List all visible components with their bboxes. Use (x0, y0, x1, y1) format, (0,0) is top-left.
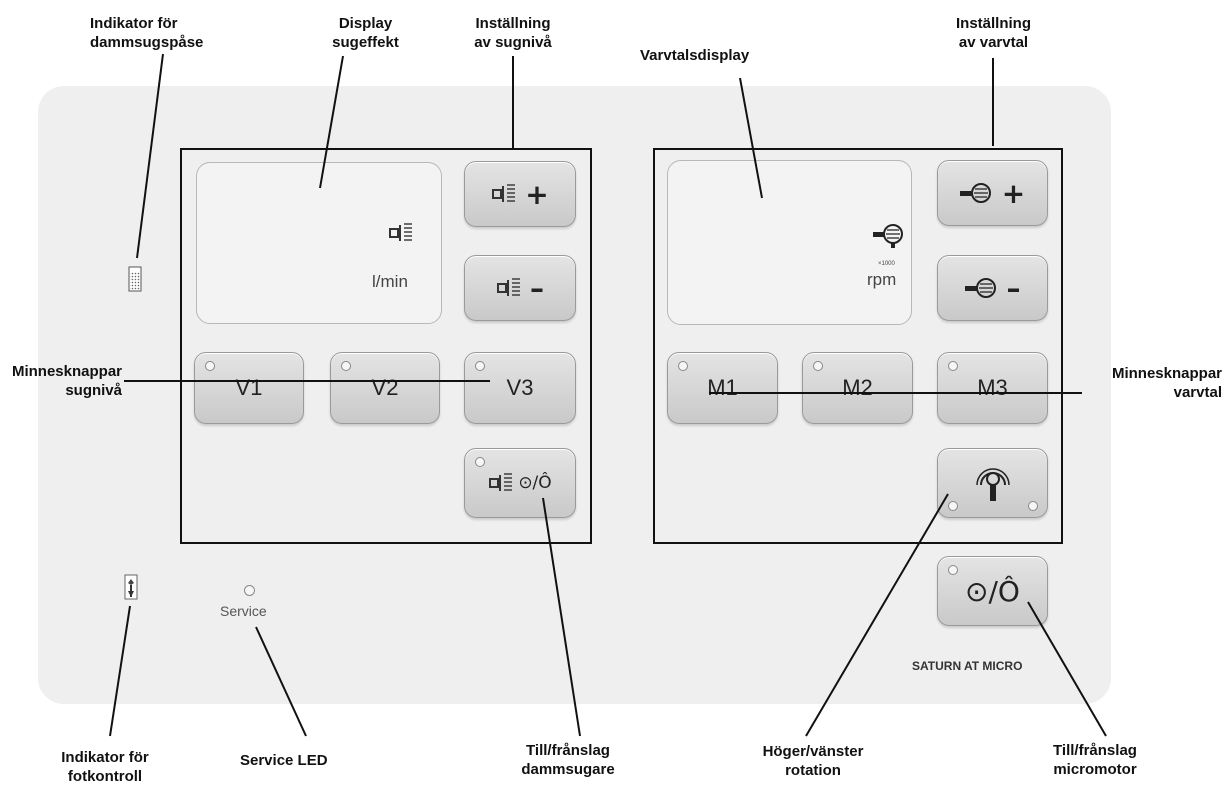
suction-icon (492, 184, 516, 202)
plus-label: + (525, 177, 549, 211)
led-indicator (948, 501, 958, 511)
led-indicator (475, 457, 485, 467)
callout-rotation: Höger/vänster rotation (762, 743, 864, 779)
button-label: V1 (235, 375, 263, 400)
service-label: Service (220, 603, 267, 619)
rpm-unit: rpm (867, 270, 897, 289)
callout-toggle-micromotor: Till/frånslag micromotor (1053, 742, 1137, 778)
power-toggle-symbol: ⊙/Ô (518, 473, 552, 493)
motor-icon (964, 278, 996, 298)
minus-label: – (530, 271, 544, 305)
rotation-toggle-button[interactable] (937, 448, 1048, 518)
memory-m1-button[interactable]: M1 (667, 352, 778, 424)
button-label: M1 (707, 375, 738, 400)
memory-v1-button[interactable]: V1 (194, 352, 304, 424)
motor-icon (873, 224, 903, 248)
suction-plus-button[interactable]: + (464, 161, 576, 227)
callout-toggle-vacuum: Till/frånslag dammsugare (521, 742, 615, 778)
plus-label: + (1001, 176, 1026, 210)
callout-memory-suction: Minnesknappar sugnivå (11, 363, 122, 399)
callout-memory-speed: Minnesknappar varvtal (1111, 365, 1222, 401)
rotation-icon (975, 468, 1010, 501)
led-indicator (678, 361, 688, 371)
vacuum-toggle-button[interactable]: ⊙/Ô (464, 448, 576, 518)
suction-icon (489, 473, 513, 491)
suction-icon (497, 278, 520, 296)
callout-bag-indicator: Indikator för dammsugspåse (90, 15, 204, 51)
callout-rpm-display: Varvtalsdisplay (640, 47, 750, 64)
memory-v2-button[interactable]: V2 (330, 352, 440, 424)
led-indicator (205, 361, 215, 371)
memory-m2-button[interactable]: M2 (802, 352, 913, 424)
suction-display (196, 162, 442, 324)
power-toggle-symbol: ⊙/Ô (965, 574, 1020, 608)
led-indicator (948, 565, 958, 575)
callout-setting-speed: Inställning av varvtal (956, 15, 1031, 51)
micromotor-toggle-button[interactable]: ⊙/Ô (937, 556, 1048, 626)
callout-setting-suction: Inställning av sugnivå (474, 15, 552, 51)
speed-plus-button[interactable]: + (937, 160, 1048, 226)
vacuum-bag-icon (128, 266, 142, 292)
callout-foot-indicator: Indikator för fotkontroll (61, 749, 149, 785)
callout-service-led: Service LED (240, 752, 328, 769)
button-label: M3 (977, 375, 1008, 400)
suction-section (180, 148, 592, 544)
suction-minus-button[interactable]: – (464, 255, 576, 321)
memory-v3-button[interactable]: V3 (464, 352, 576, 424)
led-indicator (1028, 501, 1038, 511)
button-label: M2 (842, 375, 873, 400)
led-indicator (813, 361, 823, 371)
motor-icon (959, 183, 991, 203)
minus-label: – (1006, 271, 1021, 305)
service-led (244, 585, 255, 596)
foot-control-icon (124, 574, 138, 600)
led-indicator (475, 361, 485, 371)
rpm-multiplier: ×1000 (878, 261, 895, 267)
callout-display-suction: Display sugeffekt (332, 15, 399, 51)
speed-minus-button[interactable]: – (937, 255, 1048, 321)
led-indicator (341, 361, 351, 371)
speed-section (653, 148, 1063, 544)
rpm-display (667, 160, 912, 325)
suction-unit: l/min (372, 272, 408, 291)
suction-icon (389, 223, 412, 241)
led-indicator (948, 361, 958, 371)
memory-m3-button[interactable]: M3 (937, 352, 1048, 424)
button-label: V3 (506, 375, 534, 400)
button-label: V2 (371, 375, 399, 400)
brand-label: SATURN AT MICRO (912, 659, 1023, 673)
